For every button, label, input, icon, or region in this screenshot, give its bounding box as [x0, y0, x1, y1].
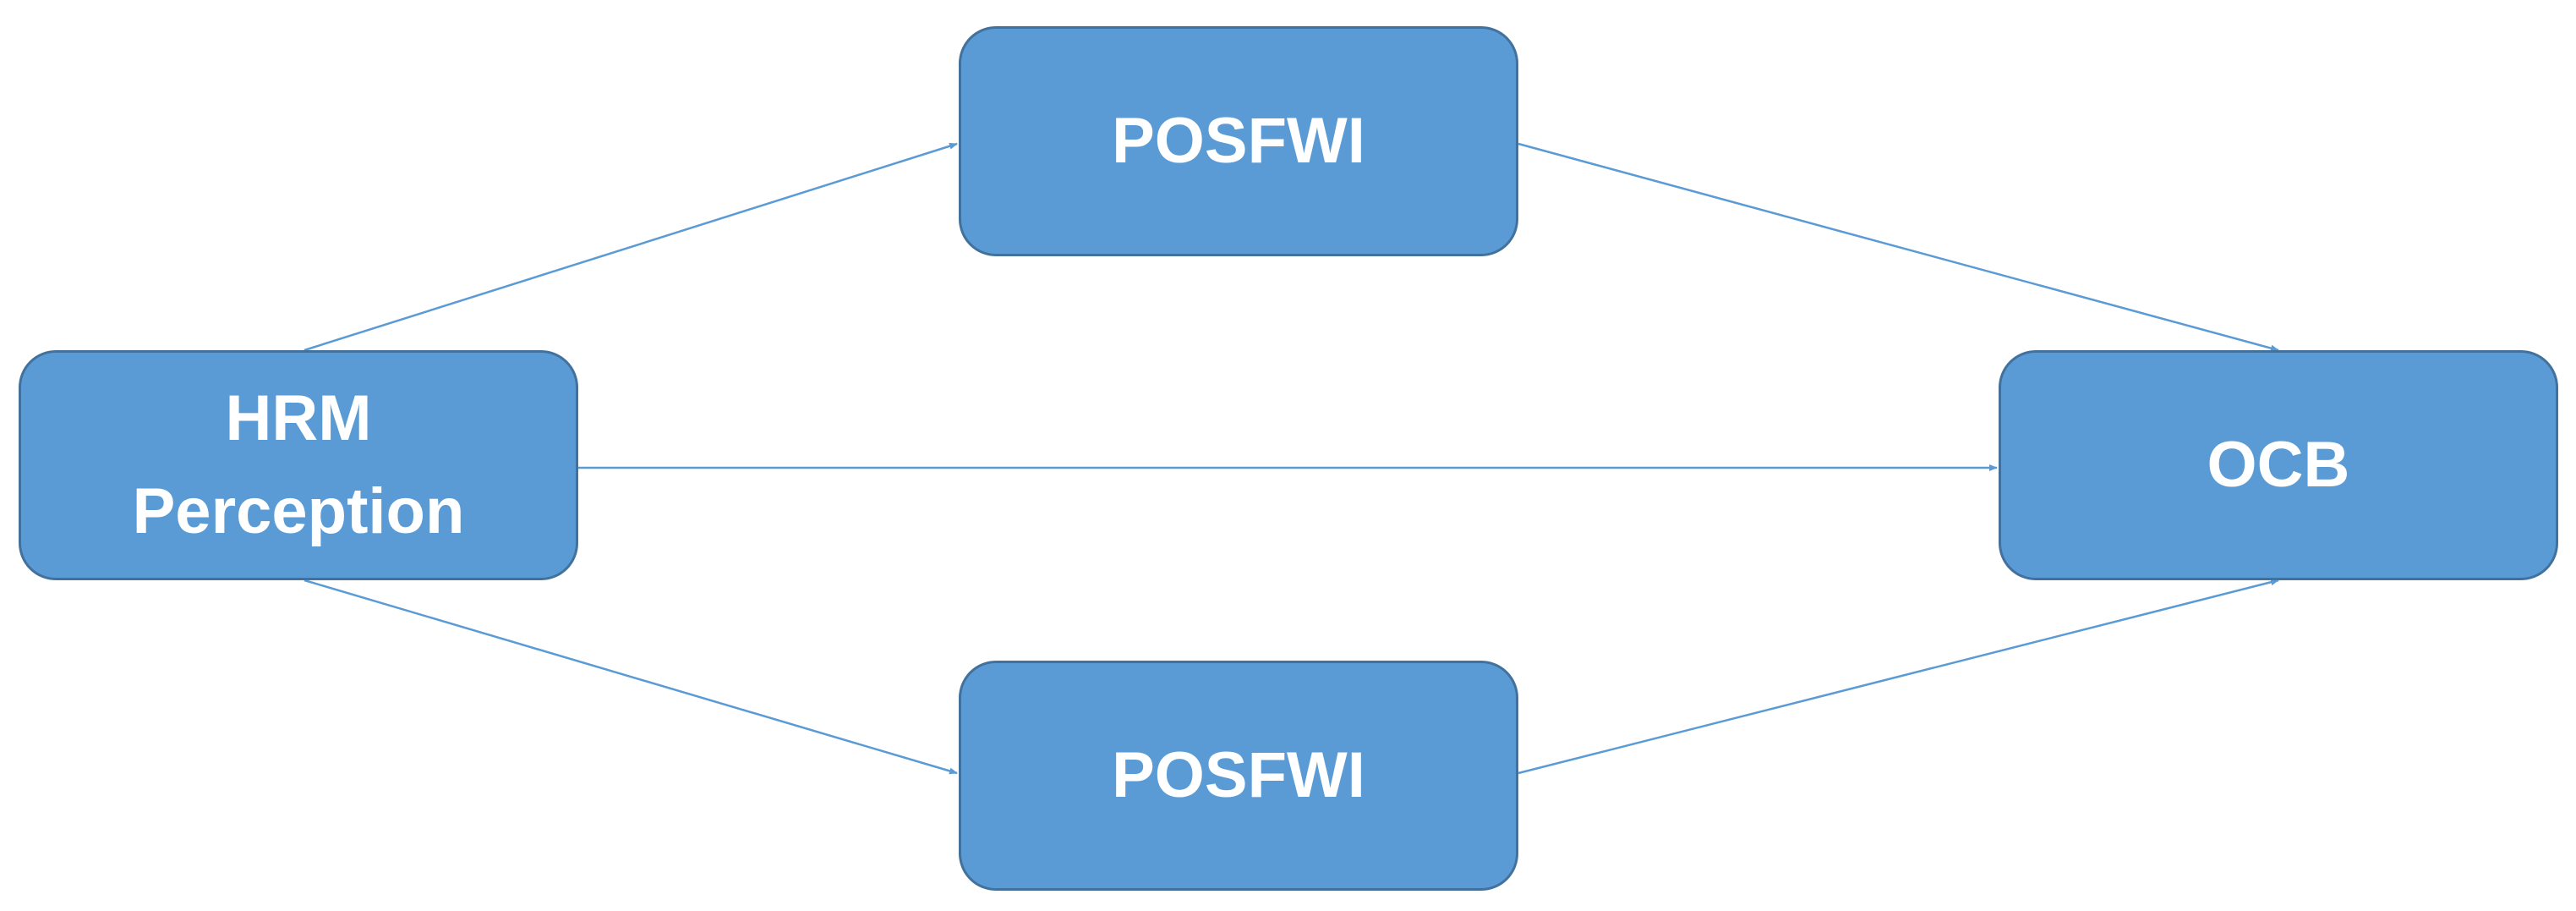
node-posfwi-top-label: POSFWI: [1112, 104, 1365, 177]
edge-posfwi-top-to-ocb: [1518, 142, 2279, 352]
edge-hrm-to-posfwi-top: [304, 142, 958, 352]
node-hrm-perception: HRM Perception: [19, 350, 578, 580]
node-posfwi-top: POSFWI: [959, 26, 1518, 256]
node-ocb: OCB: [1999, 350, 2558, 580]
node-hrm-line2: Perception: [132, 475, 465, 547]
node-posfwi-bottom: POSFWI: [959, 661, 1518, 891]
edge-hrm-to-posfwi-bottom: [304, 579, 958, 775]
node-ocb-label: OCB: [2207, 428, 2350, 501]
edge-posfwi-bottom-to-ocb: [1518, 579, 2279, 775]
node-hrm-line1: HRM: [225, 381, 372, 454]
node-posfwi-bottom-label: POSFWI: [1112, 738, 1365, 811]
